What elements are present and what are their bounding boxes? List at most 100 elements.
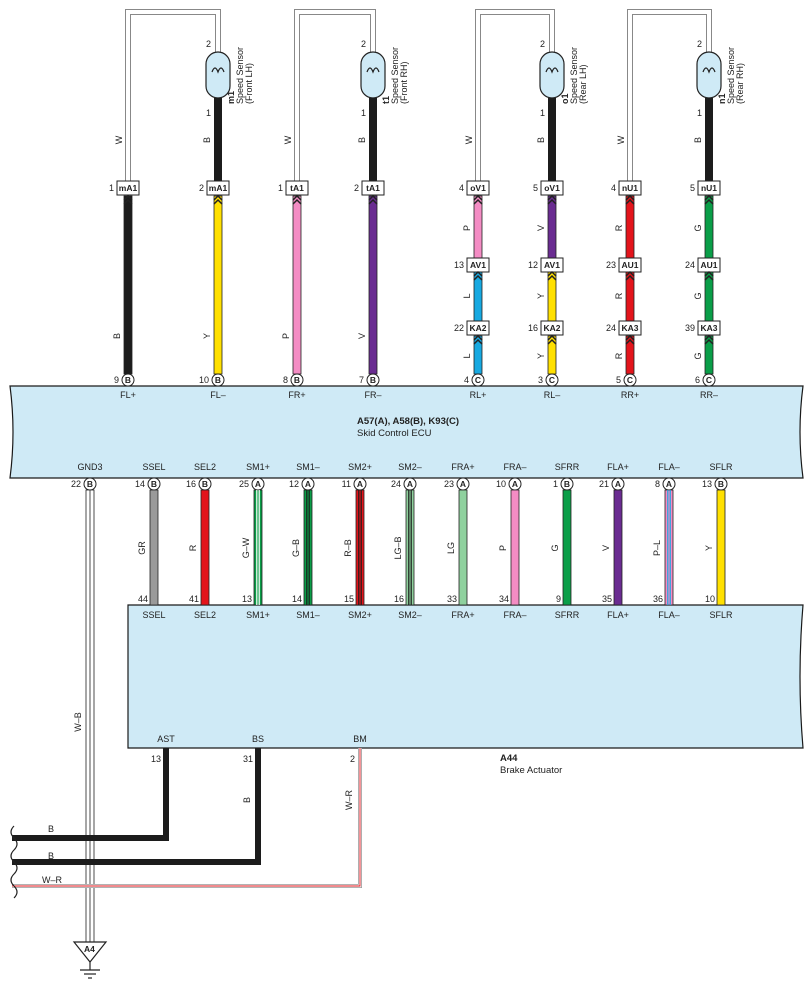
bottom-wire xyxy=(562,489,572,606)
bottom-wire-layer: GND3B22W–BSSELB14GR44SSELSEL2B16R41SEL2S… xyxy=(71,462,733,943)
sensor-b-wire xyxy=(369,98,377,185)
conn3-chevron xyxy=(625,334,635,341)
bottom-wire xyxy=(303,489,313,606)
ecu-bottom-pin-number: 25 xyxy=(239,479,249,489)
top-wire-seg1 xyxy=(473,195,483,259)
sensor-code: o1 xyxy=(560,93,570,104)
ecu-pin-number: 6 xyxy=(695,375,700,385)
conn1-chevron-2 xyxy=(704,198,714,205)
actuator-pin-number: 33 xyxy=(447,594,457,604)
sensor-pin-bottom: 1 xyxy=(361,108,366,118)
conn2-chevron-2 xyxy=(704,274,714,281)
actuator-bottom-pin: 31 xyxy=(243,754,253,764)
speed-sensor-body xyxy=(360,51,386,99)
ecu-bottom-pin-circle-letter: A xyxy=(615,479,621,489)
ecu-bottom-label: SFRR xyxy=(555,462,580,472)
sensor-w-wire-outline xyxy=(475,9,555,185)
conn1-pin: 2 xyxy=(199,183,204,193)
conn1-pin: 4 xyxy=(611,183,616,193)
ecu-bottom-pin-number: 11 xyxy=(342,479,351,489)
conn1-chevron-2 xyxy=(292,198,302,205)
actuator-terminal-label: SSEL xyxy=(142,610,165,620)
sensor-w-wire-outline xyxy=(627,9,712,185)
ecu-title: A57(A), A58(B), K93(C) xyxy=(357,416,459,427)
ecu-bottom-label: FLA– xyxy=(658,462,680,472)
ecu-bottom-pin-number: 24 xyxy=(391,479,401,489)
actuator-bottom-wire-color: W–R xyxy=(344,790,354,811)
ecu-pin-circle-letter: C xyxy=(627,375,633,385)
top-wire-color-2: G xyxy=(693,292,703,299)
conn1-label: tA1 xyxy=(366,183,380,193)
top-wire-seg1 xyxy=(625,195,635,259)
conn1-pin: 1 xyxy=(278,183,283,193)
sensor-pin-top: 2 xyxy=(540,39,545,49)
ecu-bottom-pin-circle-letter: A xyxy=(255,479,261,489)
bottom-wire xyxy=(149,489,159,606)
ecu-bottom-label: SSEL xyxy=(142,462,165,472)
top-wire-layer: BmA11B9FL+YmA12B10FL–PtA11B8FR+VtA12B7FR… xyxy=(109,180,721,400)
conn3-pin: 39 xyxy=(685,323,695,333)
ecu-terminal-label: FR+ xyxy=(288,390,305,400)
ecu-pin-circle xyxy=(290,373,304,387)
sensor-b-label: B xyxy=(202,137,212,143)
conn1-label: nU1 xyxy=(622,183,638,193)
ecu-pin-circle-letter: B xyxy=(125,375,131,385)
ecu-bottom-pin-circle-letter: A xyxy=(357,479,363,489)
ecu-pin-number: 7 xyxy=(359,375,364,385)
bottom-wire xyxy=(405,489,415,606)
actuator-terminal-label: SM2– xyxy=(398,610,422,620)
top-wire-seg3 xyxy=(625,335,635,375)
top-wire-color-1: P xyxy=(462,225,472,231)
conn3-chevron-2 xyxy=(704,338,714,345)
conn2-chevron-2 xyxy=(473,274,483,281)
ecu-subtitle: Skid Control ECU xyxy=(357,428,432,439)
actuator-code: A44 xyxy=(500,753,518,764)
conn2-chevron xyxy=(473,270,483,277)
top-wire-color-3: R xyxy=(614,352,624,359)
ecu-bottom-label: GND3 xyxy=(77,462,102,472)
sensor-code: m1 xyxy=(226,91,236,104)
conn3-label: KA2 xyxy=(469,323,486,333)
conn1-chevron xyxy=(547,194,557,201)
ecu-bottom-pin-circle-letter: A xyxy=(666,479,672,489)
conn1-pin: 5 xyxy=(533,183,538,193)
ecu-bottom-label: FRA– xyxy=(503,462,526,472)
bottom-wire-color: R xyxy=(188,544,198,551)
actuator-pin-number: 41 xyxy=(189,594,199,604)
ecu-bottom-pin-number: 14 xyxy=(135,479,145,489)
conn1-chevron-2 xyxy=(213,198,223,205)
ecu-terminal-label: FL+ xyxy=(120,390,136,400)
sensor-pin-bottom: 1 xyxy=(540,108,545,118)
bottom-wire-color: P xyxy=(498,545,508,551)
actuator-terminal-label: FRA+ xyxy=(451,610,474,620)
sensor-name: Speed Sensor xyxy=(569,47,579,104)
ecu-pin-number: 8 xyxy=(283,375,288,385)
bottom-wire-color: LG–B xyxy=(393,536,403,559)
harness-wire-outline xyxy=(12,748,362,888)
sensor-b-wire xyxy=(548,98,556,185)
sensor-w-label: W xyxy=(283,135,293,144)
bottom-wire xyxy=(200,489,210,606)
conn1-label: oV1 xyxy=(470,183,486,193)
ecu-pin-circle xyxy=(623,373,637,387)
top-wire xyxy=(292,195,302,375)
actuator-bottom-pin: 13 xyxy=(151,754,161,764)
sensor-coil-icon xyxy=(545,67,559,74)
ecu-pin-circle-letter: B xyxy=(370,375,376,385)
actuator-terminal-label: FRA– xyxy=(503,610,526,620)
conn1-chevron-2 xyxy=(547,198,557,205)
actuator-pin-number: 44 xyxy=(138,594,148,604)
ecu-bottom-pin-circle-letter: B xyxy=(718,479,724,489)
conn1-label: mA1 xyxy=(119,183,138,193)
actuator-terminal-label: SM2+ xyxy=(348,610,372,620)
ecu-bottom-pin-circle-letter: A xyxy=(305,479,311,489)
sensor-side: (Rear RH) xyxy=(735,63,745,104)
actuator-bottom-pin: 2 xyxy=(350,754,355,764)
actuator-bottom-label: BS xyxy=(252,734,264,744)
ecu-terminal-label: FL– xyxy=(210,390,226,400)
sensor-code: n1 xyxy=(717,93,727,104)
ecu-bottom-label: SM2– xyxy=(398,462,422,472)
sensor-coil-icon xyxy=(211,67,225,74)
